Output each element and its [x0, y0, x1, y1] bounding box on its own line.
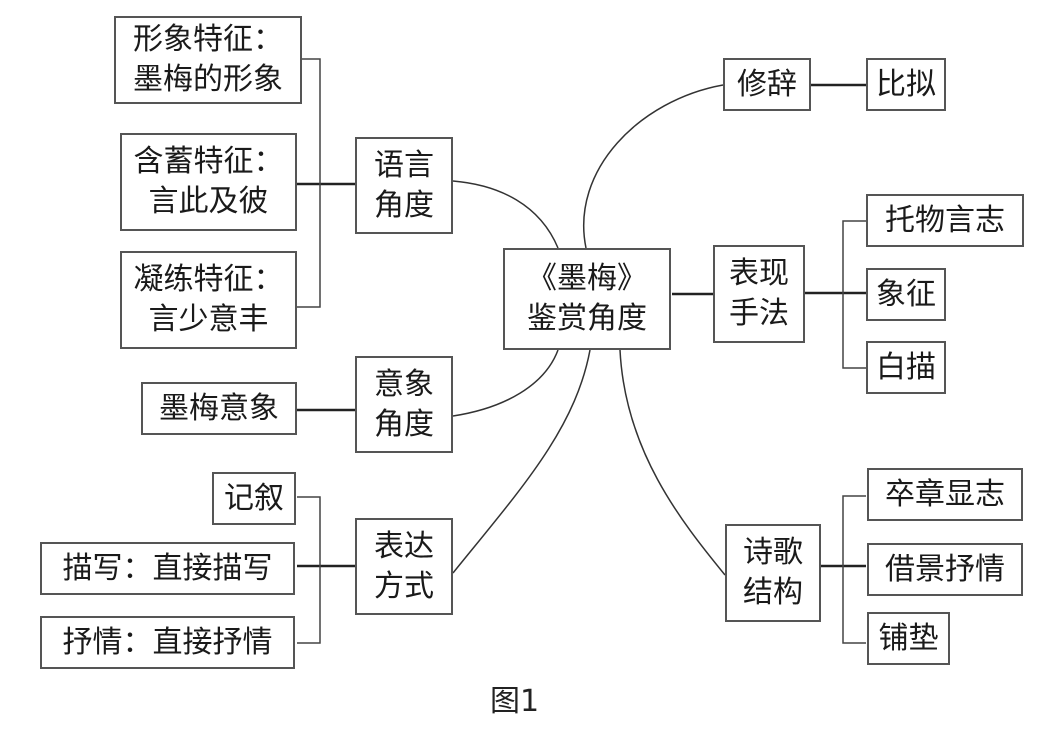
imagery-child-plum: 墨梅意象 — [141, 382, 297, 435]
technique-child-symbolism: 象征 — [866, 268, 946, 321]
branch-imagery: 意象 角度 — [355, 356, 453, 453]
branch-technique: 表现 手法 — [713, 245, 805, 343]
technique-child-allegory: 托物言志 — [866, 194, 1024, 247]
technique-child-sketch: 白描 — [866, 341, 946, 394]
rhetoric-child-personification: 比拟 — [866, 58, 946, 111]
language-child-concise: 凝练特征： 言少意丰 — [120, 251, 297, 349]
language-child-image: 形象特征： 墨梅的形象 — [114, 16, 302, 104]
link-center-rhetoric — [583, 84, 724, 249]
link-center-language — [452, 180, 559, 249]
expression-child-description: 描写：直接描写 — [40, 542, 295, 595]
structure-child-scenery: 借景抒情 — [867, 543, 1023, 596]
expression-child-lyric: 抒情：直接抒情 — [40, 616, 295, 669]
figure-caption: 图1 — [490, 684, 540, 719]
link-center-imagery — [452, 349, 559, 417]
center-node: 《墨梅》 鉴赏角度 — [503, 248, 671, 350]
bracket-expression — [297, 496, 321, 644]
bracket-structure — [842, 495, 866, 644]
expression-child-narration: 记叙 — [212, 472, 296, 525]
branch-language: 语言 角度 — [355, 137, 453, 234]
link-center-structure — [619, 349, 726, 576]
branch-rhetoric: 修辞 — [723, 58, 811, 111]
bracket-technique — [842, 220, 866, 369]
branch-expression: 表达 方式 — [355, 518, 453, 615]
structure-child-ending: 卒章显志 — [867, 468, 1023, 521]
branch-structure: 诗歌 结构 — [725, 524, 821, 622]
language-child-implicit: 含蓄特征： 言此及彼 — [120, 133, 297, 231]
bracket-language — [297, 58, 321, 308]
structure-child-foreshadow: 铺垫 — [867, 612, 950, 665]
link-center-expression — [452, 349, 591, 574]
